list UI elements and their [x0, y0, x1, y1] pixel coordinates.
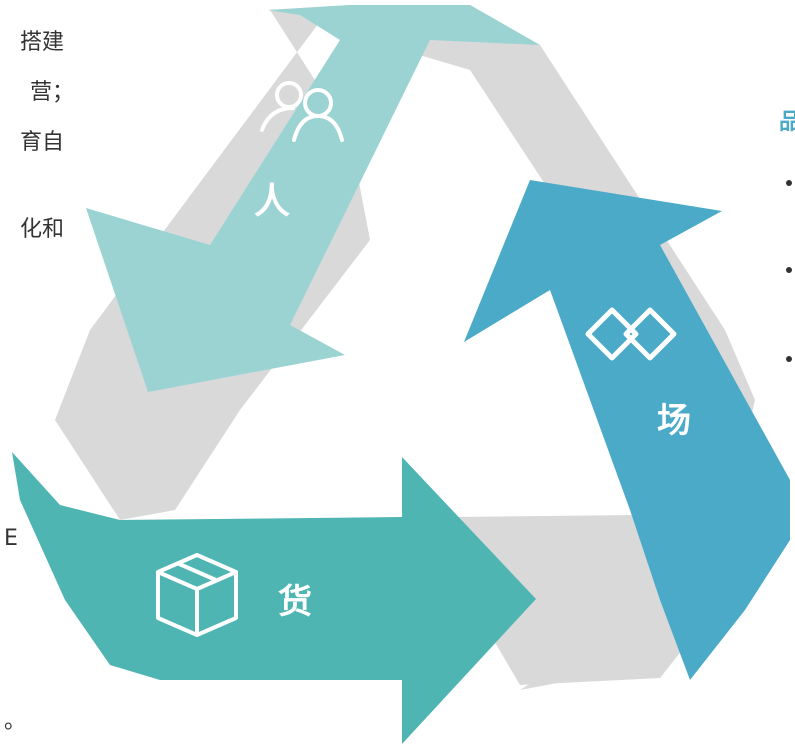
- left-text-line6: 。: [4, 709, 27, 734]
- right-bullet-3: [786, 356, 792, 362]
- left-text-line3: 育自: [20, 130, 65, 155]
- box-icon: [156, 553, 238, 637]
- left-text-line4: 化和: [20, 217, 65, 242]
- person-label: 人: [254, 181, 290, 222]
- linked-diamonds-icon: [585, 307, 677, 361]
- right-bullet-2: [786, 267, 792, 273]
- right-heading: 品: [779, 110, 795, 135]
- right-bullet-1: [786, 180, 792, 186]
- person-arrow: [86, 5, 540, 392]
- left-text-line2: 营；: [30, 80, 75, 105]
- place-arrow: [464, 180, 790, 680]
- goods-label: 货: [278, 582, 312, 622]
- goods-arrow: [12, 452, 536, 744]
- left-text-line1: 搭建: [20, 30, 65, 55]
- band-back-bottom: [160, 515, 690, 685]
- place-label: 场: [657, 401, 691, 441]
- people-icon: [260, 81, 344, 142]
- left-text-line5: E: [4, 526, 18, 551]
